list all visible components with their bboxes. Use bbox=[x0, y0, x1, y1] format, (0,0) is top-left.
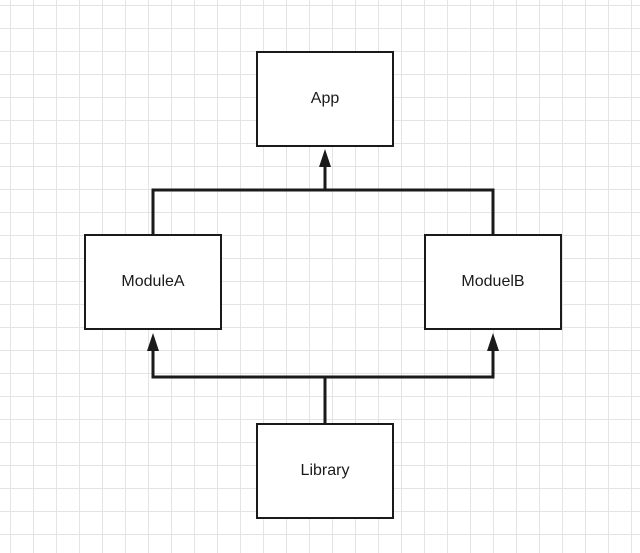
arrowhead-app bbox=[319, 149, 331, 167]
node-module-b-label: ModuelB bbox=[461, 273, 525, 290]
node-app[interactable]: App bbox=[256, 51, 394, 147]
node-module-a-label: ModuleA bbox=[121, 273, 185, 290]
node-module-b[interactable]: ModuelB bbox=[424, 234, 562, 330]
edge-library-to-moduleb bbox=[325, 350, 495, 379]
node-library-label: Library bbox=[300, 462, 350, 479]
node-library[interactable]: Library bbox=[256, 423, 394, 519]
edge-moduleb-to-app bbox=[325, 188, 495, 234]
node-app-label: App bbox=[310, 90, 340, 107]
node-module-a[interactable]: ModuleA bbox=[84, 234, 222, 330]
edge-library-to-modulea bbox=[151, 350, 325, 379]
edge-modulea-to-app bbox=[151, 188, 325, 234]
arrowhead-moduleb bbox=[487, 333, 499, 351]
arrowhead-modulea bbox=[147, 333, 159, 351]
